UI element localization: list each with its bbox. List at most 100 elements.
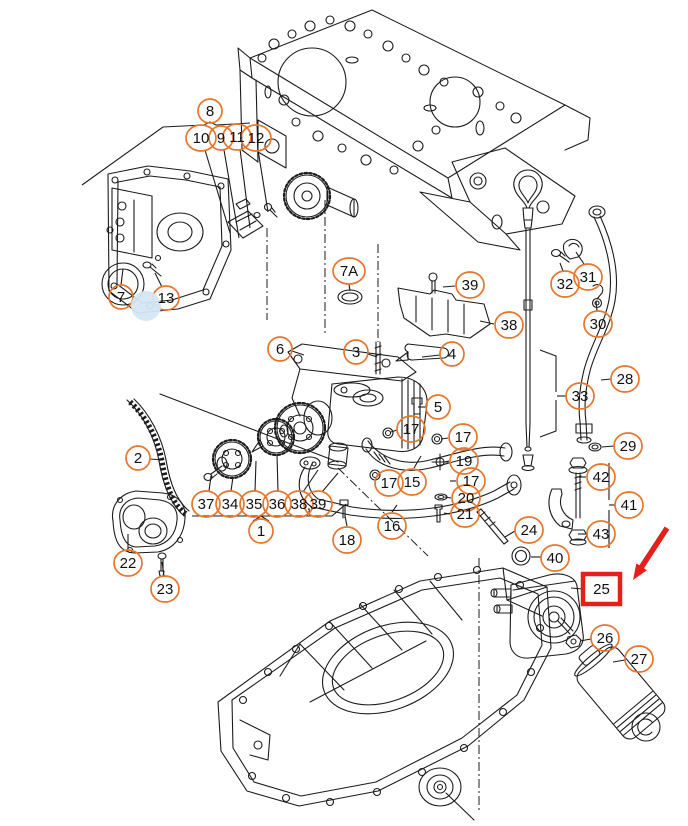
callout-circle-17[interactable] [396,415,426,443]
callout-label-13[interactable]: 13 [158,290,175,307]
callout-circle-4[interactable] [439,341,465,367]
callout-circle-37[interactable] [191,490,221,518]
callout-label-7A[interactable]: 7A [340,263,358,280]
callout-label-31[interactable]: 31 [580,269,597,286]
callout-label-41[interactable]: 41 [621,497,638,514]
callout-circle-22[interactable] [113,549,143,577]
callout-label-24[interactable]: 24 [521,522,538,539]
callout-circle-19[interactable] [449,447,479,475]
selected-part-label[interactable]: 25 [593,581,610,598]
callout-circle-28[interactable] [610,365,640,393]
callout-label-36[interactable]: 36 [269,496,286,513]
callout-label-3[interactable]: 3 [352,344,360,361]
callout-circle-43[interactable] [586,520,616,548]
callout-label-38[interactable]: 38 [501,317,518,334]
callout-label-16[interactable]: 16 [384,518,401,535]
callout-circle-18[interactable] [332,526,362,554]
callout-label-1[interactable]: 1 [257,523,265,540]
callout-circle-20[interactable] [451,484,481,512]
callout-label-12[interactable]: 12 [248,130,265,147]
callout-label-42[interactable]: 42 [593,469,610,486]
callout-label-39[interactable]: 39 [310,496,327,513]
callout-label-40[interactable]: 40 [547,550,564,567]
callout-circle-32[interactable] [550,270,580,298]
callout-label-15[interactable]: 15 [404,474,421,491]
callout-label-10[interactable]: 10 [193,130,210,147]
callout-circle-42[interactable] [586,463,616,491]
highlight-marker [131,291,161,321]
callout-circle-8[interactable] [197,98,223,124]
callout-circle-26[interactable] [590,624,620,652]
callout-label-30[interactable]: 30 [590,316,607,333]
callout-label-39[interactable]: 39 [462,277,479,294]
callout-label-20[interactable]: 20 [458,490,475,507]
callout-label-19[interactable]: 19 [456,453,473,470]
callout-label-17[interactable]: 17 [455,429,472,446]
callout-label-38[interactable]: 38 [291,496,308,513]
callout-circle-36[interactable] [262,490,292,518]
callout-circle-30[interactable] [583,310,613,338]
callout-label-7[interactable]: 7 [117,289,125,306]
callout-label-4[interactable]: 4 [448,346,456,363]
callout-circle-35[interactable] [239,490,269,518]
callout-label-11[interactable]: 11 [229,129,245,146]
callout-circle-41[interactable] [614,491,644,519]
callout-label-9[interactable]: 9 [217,130,225,147]
callout-label-5[interactable]: 5 [434,399,442,416]
callout-circle-16[interactable] [377,512,407,540]
callout-circle-31[interactable] [573,263,603,291]
callout-circle-11[interactable] [222,123,252,151]
callout-circle-7[interactable] [108,284,134,310]
callout-label-17[interactable]: 17 [463,473,480,490]
callout-label-17[interactable]: 17 [403,421,420,438]
callout-label-22[interactable]: 22 [120,555,137,572]
callout-label-35[interactable]: 35 [246,496,263,513]
callout-circle-15[interactable] [397,468,427,496]
callout-circle-10[interactable] [185,124,217,152]
support-bracket [548,488,574,530]
callout-label-43[interactable]: 43 [593,526,610,543]
callout-circle-33[interactable] [565,382,595,410]
callout-circle-9[interactable] [208,125,234,151]
callout-circle-12[interactable] [240,124,272,152]
callout-label-28[interactable]: 28 [617,371,634,388]
callout-label-27[interactable]: 27 [631,651,648,668]
callout-circle-34[interactable] [215,490,245,518]
callout-circle-27[interactable] [624,645,654,673]
callout-circle-21[interactable] [450,500,480,528]
callout-circle-3[interactable] [343,339,369,365]
callout-circle-7A[interactable] [332,257,366,285]
callout-circle-24[interactable] [514,516,544,544]
callout-circle-39[interactable] [303,490,333,518]
callout-label-29[interactable]: 29 [620,438,637,455]
callout-circle-39[interactable] [455,271,485,299]
callout-circle-17[interactable] [374,469,404,497]
callout-label-33[interactable]: 33 [572,388,589,405]
callout-circle-5[interactable] [425,394,451,420]
callout-label-21[interactable]: 21 [457,506,474,523]
callout-label-23[interactable]: 23 [157,581,174,598]
callout-label-17[interactable]: 17 [381,475,398,492]
callout-leader-38 [479,320,495,325]
callout-label-26[interactable]: 26 [597,630,614,647]
callout-circle-6[interactable] [267,336,293,362]
callout-label-8[interactable]: 8 [206,103,214,120]
callout-circle-38[interactable] [284,490,314,518]
callout-label-2[interactable]: 2 [134,450,142,467]
callout-circle-2[interactable] [125,445,151,471]
callout-circle-17[interactable] [456,467,486,495]
oil-cooler [490,573,584,659]
callout-circle-17[interactable] [448,423,478,451]
callout-circle-23[interactable] [150,575,180,603]
callout-label-37[interactable]: 37 [198,496,215,513]
selected-part-box[interactable] [580,571,623,607]
callout-label-34[interactable]: 34 [222,496,239,513]
callout-label-6[interactable]: 6 [276,341,284,358]
callout-circle-38[interactable] [494,311,524,339]
callout-circle-29[interactable] [613,432,643,460]
callout-label-32[interactable]: 32 [557,276,574,293]
callout-circle-40[interactable] [540,544,570,572]
callout-circle-1[interactable] [248,518,274,544]
callout-label-18[interactable]: 18 [339,532,356,549]
